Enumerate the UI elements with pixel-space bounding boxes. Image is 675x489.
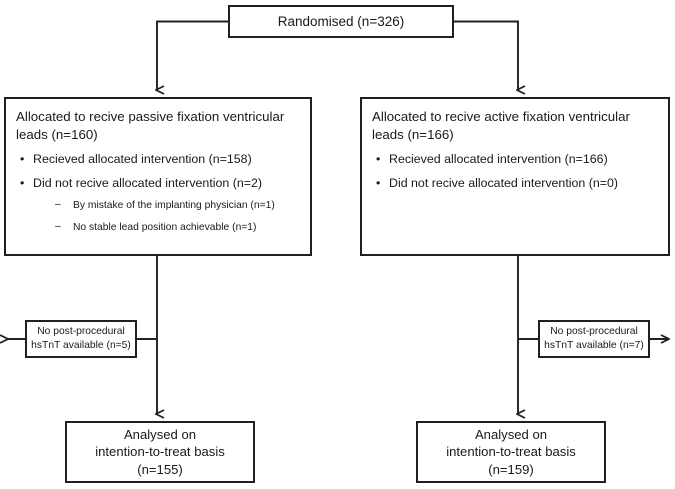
exclusion-right-line2: hsTnT available (n=7)	[544, 340, 644, 351]
analysed-left-line2: intention-to-treat basis	[95, 444, 225, 460]
randomised-label: Randomised (n=326)	[277, 14, 405, 29]
analysed-right-line1: Analysed on	[474, 426, 548, 442]
list-item: • Recieved allocated intervention (n=158…	[14, 151, 302, 167]
analysed-left-line3: (n=155)	[137, 461, 183, 477]
bullet-marker-icon: •	[376, 152, 381, 167]
connector-randomised-to-left-allocation	[157, 20, 228, 91]
analysed-left-line1: Analysed on	[123, 426, 197, 442]
bullet-marker-icon: •	[376, 176, 381, 191]
dash-marker-icon: –	[55, 199, 61, 211]
bullet-marker-icon: •	[20, 152, 25, 167]
allocation-right-bullets: • Recieved allocated intervention (n=166…	[370, 151, 660, 191]
list-item-label: Did not recive allocated intervention (n…	[33, 176, 263, 191]
list-item: – No stable lead position achievable (n=…	[33, 221, 302, 234]
list-item-label: Recieved allocated intervention (n=166)	[389, 152, 608, 167]
bullet-marker-icon: •	[20, 176, 25, 191]
analysed-left-box: Analysed on intention-to-treat basis (n=…	[65, 421, 255, 483]
analysed-right-box: Analysed on intention-to-treat basis (n=…	[416, 421, 606, 483]
exclusion-left-line1: No post-procedural	[37, 326, 125, 338]
list-item: • Recieved allocated intervention (n=166…	[370, 151, 660, 167]
allocation-left-bullets: • Recieved allocated intervention (n=158…	[14, 151, 302, 234]
allocation-right-box: Allocated to recive active fixation vent…	[360, 97, 670, 256]
randomised-box: Randomised (n=326)	[228, 5, 454, 38]
allocation-left-box: Allocated to recive passive fixation ven…	[4, 97, 312, 256]
analysed-right-line3: (n=159)	[488, 461, 534, 477]
list-item: • Did not recive allocated intervention …	[370, 175, 660, 191]
analysed-right-line2: intention-to-treat basis	[446, 444, 576, 460]
exclusion-right-box: No post-procedural hsTnT available (n=7)	[538, 320, 650, 358]
dash-marker-icon: –	[55, 220, 61, 232]
exclusion-left-box: No post-procedural hsTnT available (n=5)	[25, 320, 137, 358]
allocation-right-title: Allocated to recive active fixation vent…	[372, 109, 630, 142]
list-item-label: Did not recive allocated intervention (n…	[389, 176, 619, 191]
exclusion-right-line1: No post-procedural	[550, 326, 638, 338]
connector-randomised-to-right-allocation	[454, 20, 518, 91]
list-item-label: Recieved allocated intervention (n=158)	[33, 152, 252, 167]
list-item: – By mistake of the implanting physician…	[33, 199, 302, 212]
list-item-label: No stable lead position achievable (n=1)	[73, 221, 257, 233]
list-item: • Did not recive allocated intervention …	[14, 175, 302, 234]
exclusion-left-line2: hsTnT available (n=5)	[31, 340, 131, 351]
allocation-left-title: Allocated to recive passive fixation ven…	[16, 109, 285, 142]
allocation-left-sub-bullets: – By mistake of the implanting physician…	[33, 199, 302, 234]
list-item-label: By mistake of the implanting physician (…	[73, 200, 275, 212]
